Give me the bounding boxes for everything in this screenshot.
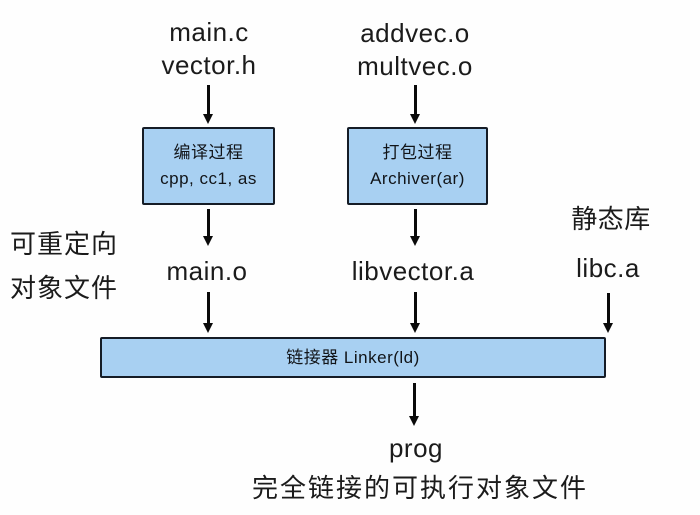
compile-process-tools: cpp, cc1, as <box>160 169 257 188</box>
source-file-multvec-o: multvec.o <box>357 51 473 81</box>
libc-library-label: libc.a <box>576 253 640 283</box>
arrow-libc-to-linker <box>607 293 610 323</box>
source-files-left-label: main.c vector.h <box>161 16 256 82</box>
relocatable-objects-label: 可重定向 对象文件 <box>10 222 118 310</box>
arrow-linker-to-prog <box>413 383 416 416</box>
arrow-main-o-to-linker <box>207 292 210 323</box>
output-program-label: prog <box>388 433 444 463</box>
arrow-libvector-to-linker <box>414 292 417 323</box>
source-file-addvec-o: addvec.o <box>360 18 470 48</box>
archive-process-tool: Archiver(ar) <box>370 169 465 188</box>
arrow-objects-to-archiver <box>414 85 417 114</box>
static-library-label: 静态库 <box>571 204 651 234</box>
compile-process-box: 编译过程 cpp, cc1, as <box>142 127 275 205</box>
relocatable-objects-line1: 可重定向 <box>9 229 119 259</box>
linker-box: 链接器 Linker(ld) <box>100 337 606 378</box>
archive-process-box: 打包过程 Archiver(ar) <box>347 127 488 205</box>
executable-caption: 完全链接的可执行对象文件 <box>251 473 589 503</box>
relocatable-objects-line2: 对象文件 <box>9 273 119 303</box>
vector-library-label: libvector.a <box>351 256 475 286</box>
source-file-main-c: main.c <box>169 17 249 47</box>
compile-process-title: 编译过程 <box>173 143 244 162</box>
linker-box-label: 链接器 Linker(ld) <box>286 347 420 367</box>
source-file-vector-h: vector.h <box>161 50 257 80</box>
arrow-sources-to-compile <box>207 85 210 114</box>
archive-process-title: 打包过程 <box>382 143 453 162</box>
arrow-archiver-to-libvector <box>414 209 417 236</box>
arrow-compile-to-main-o <box>207 209 210 236</box>
source-files-right-label: addvec.o multvec.o <box>357 17 473 83</box>
main-object-label: main.o <box>166 256 248 286</box>
